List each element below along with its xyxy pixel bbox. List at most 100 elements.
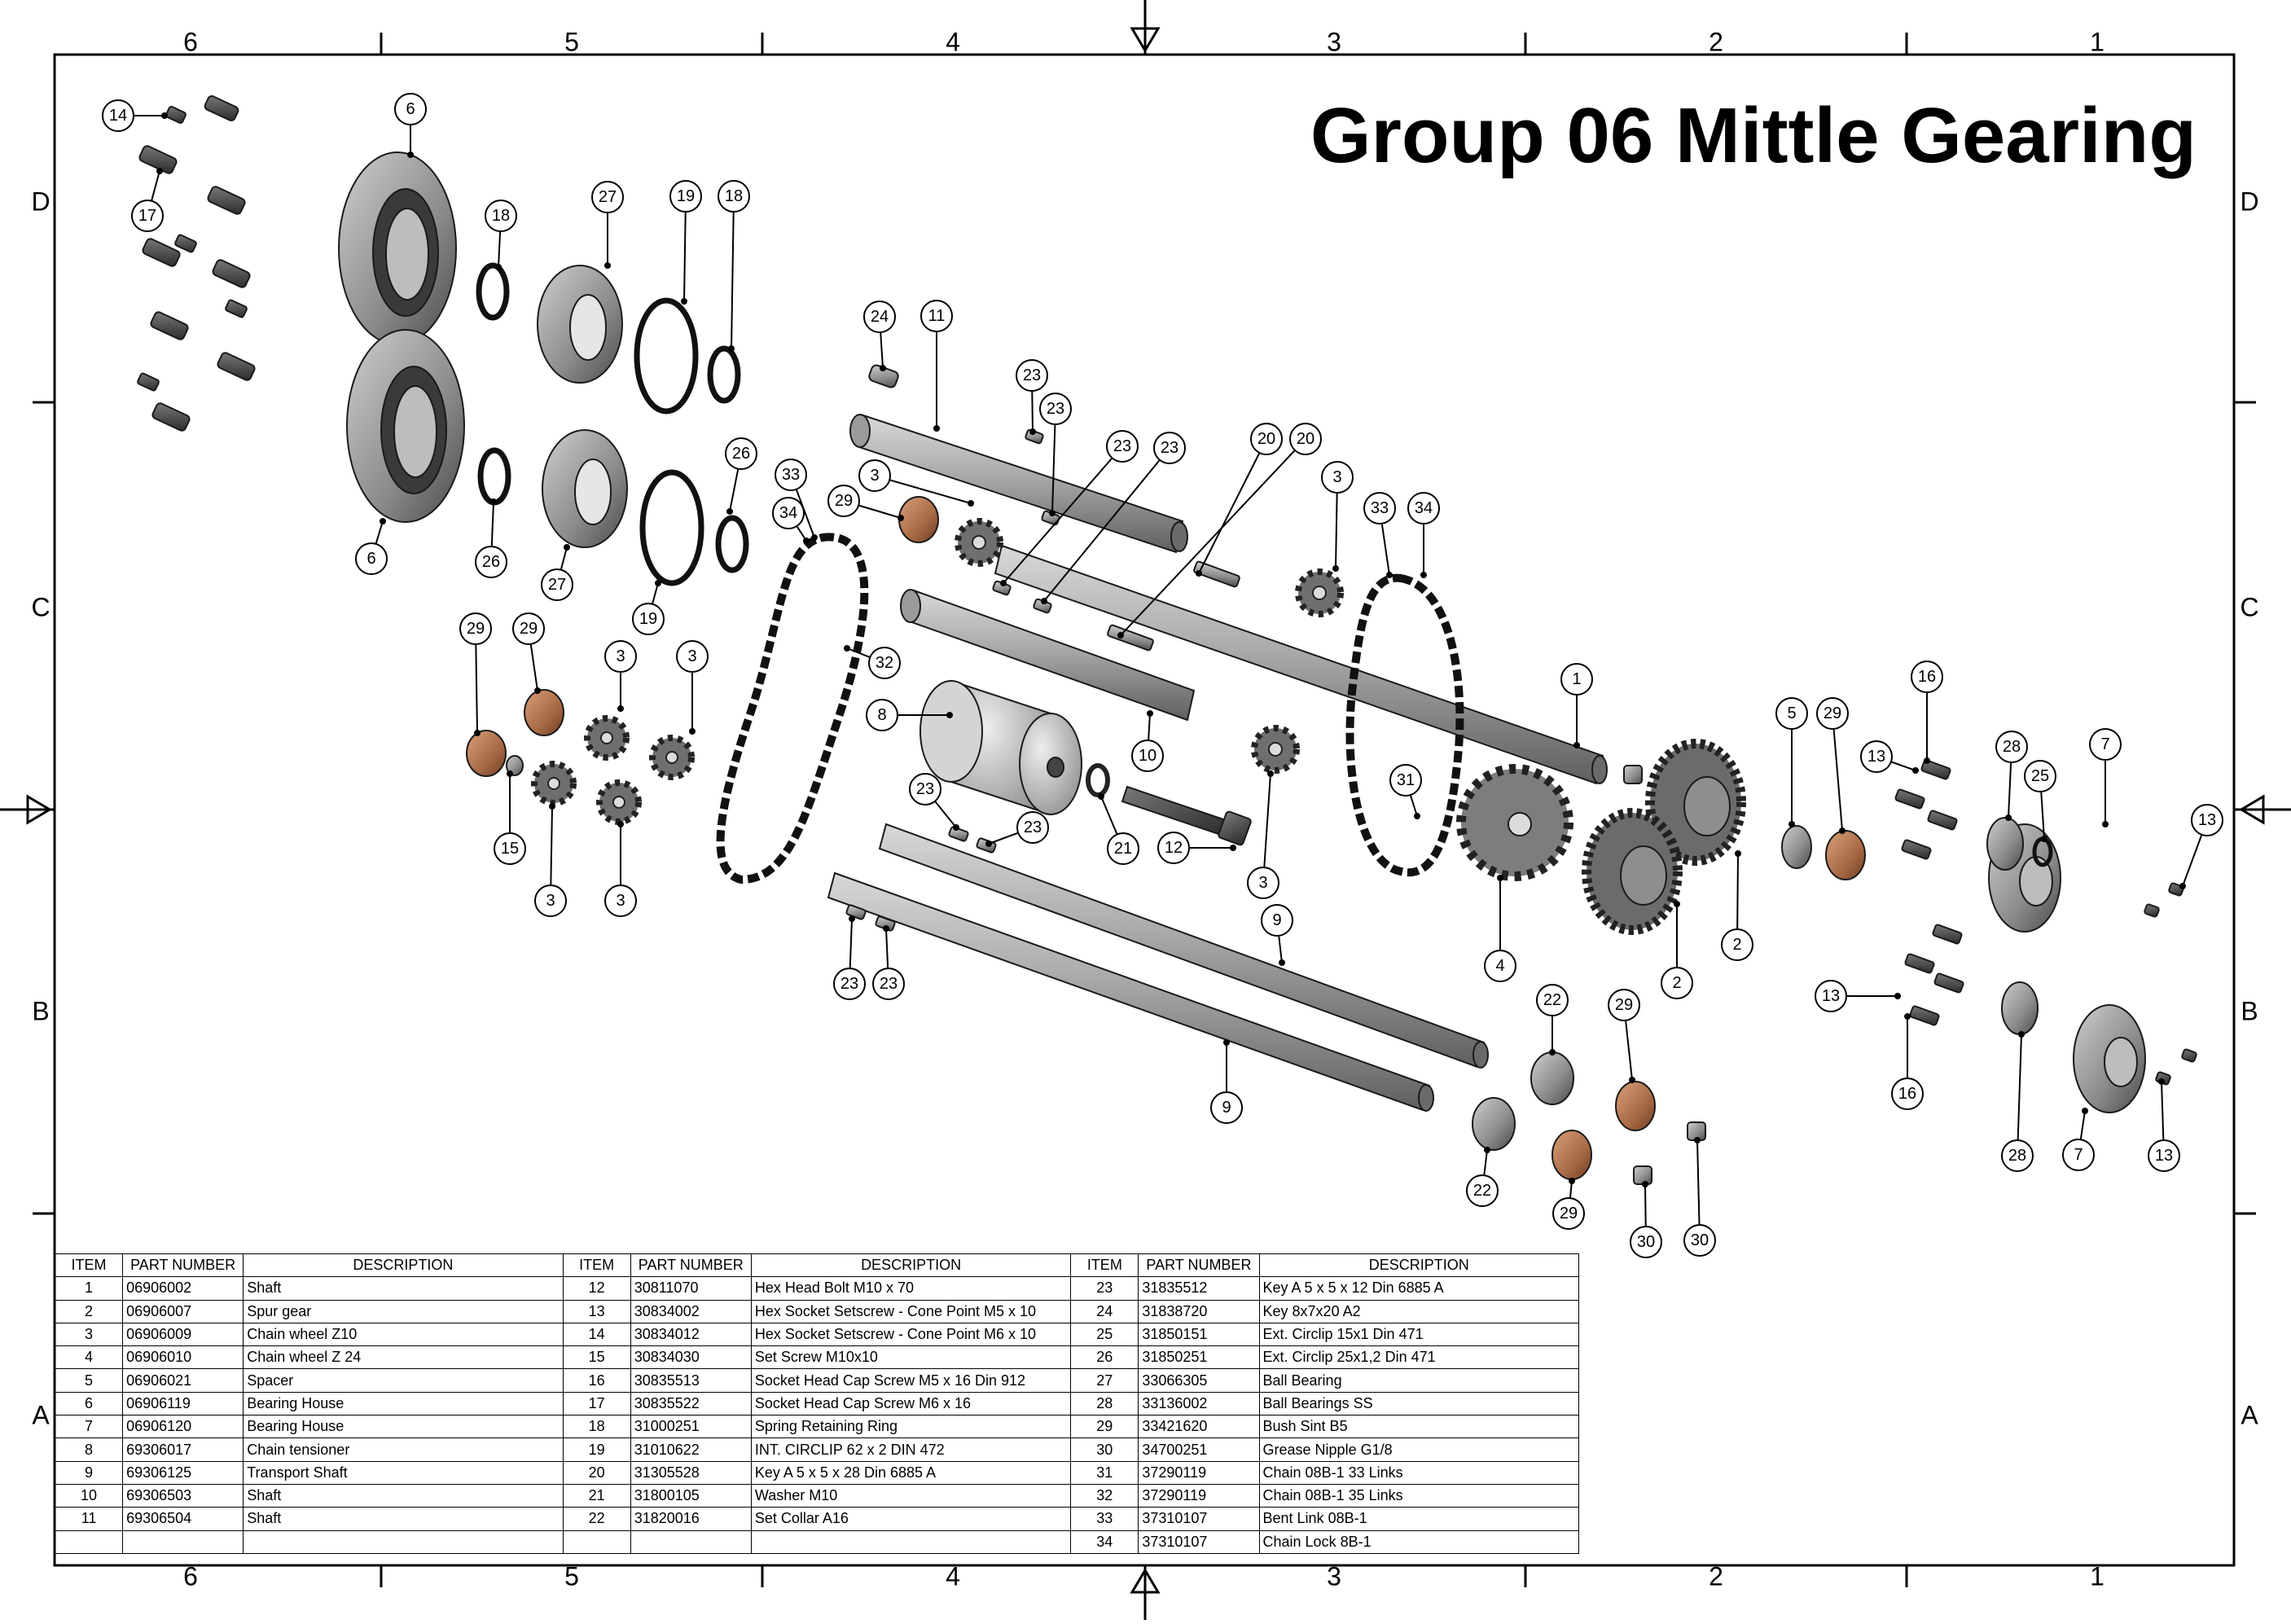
bom-cell-part-number: 33136002: [1138, 1391, 1260, 1416]
item-balloon: 27: [591, 181, 624, 213]
bom-cell-part-number: 31835512: [1138, 1276, 1260, 1301]
item-balloon: 3: [604, 884, 637, 917]
leader-arrow: [2082, 1108, 2088, 1114]
leader-line: [1198, 453, 1260, 574]
leader-arrow: [2005, 814, 2012, 821]
item-balloon: 3: [1321, 461, 1354, 494]
leader-arrow: [726, 508, 733, 515]
bom-header-item: ITEM: [1070, 1253, 1139, 1278]
leader-arrow: [407, 151, 414, 158]
item-balloon: 23: [833, 968, 866, 1000]
bom-cell-part-number: 31010622: [630, 1437, 752, 1462]
bom-cell-part-number: 06906007: [122, 1299, 244, 1323]
ball-bearings-28: [1986, 817, 2039, 1035]
leader-arrow: [495, 264, 502, 270]
leader-arrow: [898, 515, 904, 521]
zone-column-label: 6: [183, 1561, 198, 1591]
chain-wheel-z24: [1456, 764, 1573, 881]
leader-line: [2008, 762, 2012, 819]
item-balloon: 32: [868, 647, 901, 679]
leader-arrow: [880, 365, 886, 371]
bom-cell-item: 7: [54, 1415, 124, 1439]
leader-arrow: [1629, 1077, 1635, 1083]
bom-cell-part-number: 34700251: [1138, 1437, 1260, 1462]
bom-cell-item: 30: [1070, 1437, 1139, 1462]
bom-cell-item: 4: [54, 1345, 124, 1370]
leader-arrow: [953, 824, 959, 831]
transport-shafts-9: [827, 823, 1489, 1112]
item-balloon: 3: [1247, 867, 1279, 899]
item-balloon: 18: [485, 200, 517, 232]
bearing-house-6: [338, 151, 465, 523]
zone-column-label: 2: [1709, 27, 1723, 57]
leader-arrow: [1279, 959, 1285, 966]
zone-row-label: A: [32, 1400, 50, 1430]
bom-cell-part-number: 37310107: [1138, 1507, 1260, 1531]
zone-row-label: D: [2240, 187, 2259, 217]
bom-cell-description: Chain wheel Z10: [243, 1322, 564, 1347]
shaft-10: [900, 589, 1196, 722]
leader-line: [498, 231, 502, 268]
bom-cell-part-number: 69306504: [122, 1507, 244, 1531]
item-balloon: 12: [1157, 832, 1190, 864]
item-balloon: 27: [541, 568, 573, 601]
item-balloon: 4: [1484, 950, 1516, 982]
zone-row-label: A: [2241, 1400, 2258, 1430]
bom-cell-part-number: 06906119: [122, 1391, 244, 1416]
bom-header-description: DESCRIPTION: [1258, 1253, 1580, 1278]
leader-arrow: [849, 915, 855, 922]
leader-line: [885, 928, 889, 968]
leader-arrow: [844, 645, 850, 652]
bom-cell-item: 24: [1070, 1299, 1139, 1323]
item-balloon: 23: [1039, 393, 1072, 425]
bom-cell-description: Hex Socket Setscrew - Cone Point M6 x 10: [750, 1322, 1072, 1347]
leader-arrow: [1414, 813, 1420, 819]
leader-arrow: [617, 705, 624, 712]
bom-cell-description: Bush Sint B5: [1258, 1415, 1580, 1439]
bom-cell-part-number: 37290119: [1138, 1460, 1260, 1485]
leader-arrow: [1098, 793, 1104, 800]
bom-cell-description: Set Screw M10x10: [750, 1345, 1072, 1370]
item-balloon: 5: [1775, 697, 1808, 730]
leader-line: [1696, 1139, 1701, 1225]
leader-arrow: [1788, 821, 1795, 827]
bom-cell-item: 16: [562, 1368, 631, 1393]
leader-line: [2079, 1110, 2086, 1139]
bom-cell-part-number: 33066305: [1138, 1368, 1260, 1393]
bom-cell-description: Bearing House: [243, 1391, 564, 1416]
leader-arrow: [1549, 1049, 1556, 1056]
bom-cell-item: 9: [54, 1460, 124, 1485]
leader-line: [1625, 1020, 1633, 1081]
bom-cell-description: Grease Nipple G1/8: [1258, 1437, 1580, 1462]
bom-cell-item: 32: [1070, 1483, 1139, 1508]
bom-cell-item: 17: [562, 1391, 631, 1416]
leader-arrow: [1230, 845, 1236, 851]
zone-row-label: C: [31, 592, 50, 622]
bom-header-description: DESCRIPTION: [243, 1253, 564, 1278]
bom-cell-part-number: 31838720: [1138, 1299, 1260, 1323]
bom-cell-item: 26: [1070, 1345, 1139, 1370]
leader-line: [849, 918, 853, 968]
zone-column-label: 4: [946, 27, 960, 57]
leader-arrow: [1694, 1137, 1701, 1143]
drawing-title: Group 06 Mittle Gearing: [1310, 92, 2197, 179]
leader-arrow: [617, 821, 624, 827]
item-balloon: 29: [1608, 989, 1640, 1021]
leader-arrow: [1912, 767, 1919, 774]
bom-cell-part-number: 33421620: [1138, 1415, 1260, 1439]
leader-line: [1644, 1183, 1647, 1227]
bom-cell-part-number: 06906021: [122, 1368, 244, 1393]
bom-cell-part-number: 69306503: [122, 1483, 244, 1508]
chain-31: [1345, 573, 1464, 877]
leader-line: [934, 801, 957, 828]
bom-cell-item: 25: [1070, 1322, 1139, 1347]
leader-arrow: [1839, 827, 1846, 834]
bom-cell-description: Socket Head Cap Screw M6 x 16: [750, 1391, 1072, 1416]
bom-cell-part-number: 30835522: [630, 1391, 752, 1416]
bom-cell-part-number: 06906010: [122, 1345, 244, 1370]
bom-cell-part-number: 30811070: [630, 1276, 752, 1301]
bom-cell-description: Bearing House: [243, 1415, 564, 1439]
